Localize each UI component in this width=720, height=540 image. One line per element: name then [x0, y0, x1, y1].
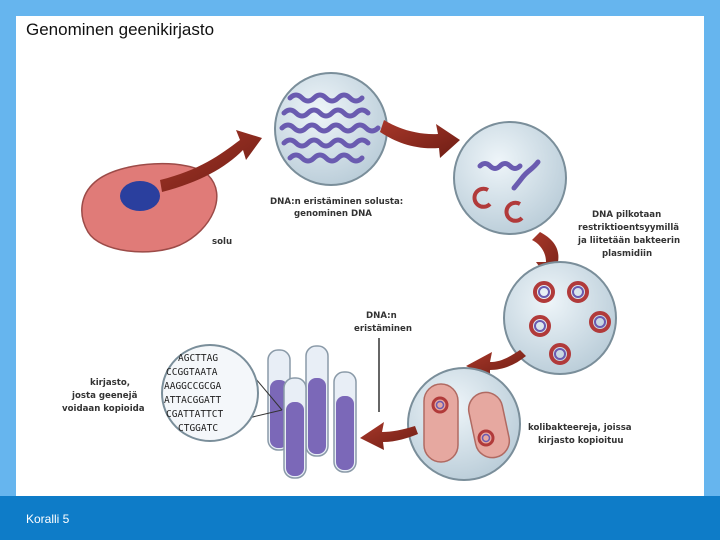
footer-text: Koralli 5 — [26, 512, 70, 526]
label-library-2: josta geenejä — [71, 391, 138, 401]
sequence-line-3: AAGGCCGCGA — [164, 381, 221, 392]
slide-title: Genominen geenikirjasto — [26, 20, 215, 39]
label-bacteria-2: kirjasto kopioituu — [538, 436, 623, 446]
label-cell: solu — [212, 237, 232, 247]
sequence-magnifier: AGCTTAG CCGGTAATA AAGGCCGCGA ATTACGGATT … — [161, 344, 259, 442]
label-dna-isolation-1: DNA:n eristäminen solusta: — [270, 197, 403, 207]
arrow-bacteria-to-tubes — [360, 422, 418, 450]
label-library-3: voidaan kopioida — [62, 404, 145, 414]
sequence-line-4: ATTACGGATT — [164, 395, 221, 406]
cell — [81, 162, 218, 253]
bacteria-bubble — [407, 367, 521, 481]
label-cut-4: plasmidiin — [602, 249, 652, 259]
tube-3 — [283, 377, 307, 479]
bacterium-1 — [423, 383, 459, 463]
tube-4 — [333, 371, 357, 473]
sequence-line-6: CTGGATC — [178, 423, 218, 434]
label-cut-3: ja liitetään bakteerin — [577, 236, 680, 246]
sequence-line-1: AGCTTAG — [178, 353, 218, 364]
plasmid-open-2 — [504, 200, 524, 223]
label-cut-2: restriktioentsyymillä — [578, 223, 679, 233]
plasmids-bubble — [503, 261, 617, 375]
label-cut-1: DNA pilkotaan — [592, 210, 661, 220]
test-tubes — [267, 345, 357, 479]
plasmid-open-1 — [472, 186, 492, 209]
sequence-line-5: CGATTATTCT — [166, 409, 223, 420]
label-isolation-2: eristäminen — [354, 324, 412, 334]
label-dna-isolation-2: genominen DNA — [294, 209, 372, 219]
nucleus — [120, 181, 160, 211]
dna-bubble — [274, 72, 388, 186]
sequence-line-2: CCGGTAATA — [166, 367, 218, 378]
tube-2 — [305, 345, 329, 457]
arrow-dna-to-cut — [380, 120, 460, 158]
label-isolation-1: DNA:n — [366, 311, 397, 321]
arrow-cell-to-dna — [160, 130, 262, 192]
cut-dna-bubble — [453, 121, 567, 235]
label-bacteria-1: kolibakteereja, joissa — [528, 423, 632, 433]
label-library-1: kirjasto, — [90, 378, 130, 388]
footer-bar: Koralli 5 — [0, 496, 720, 540]
